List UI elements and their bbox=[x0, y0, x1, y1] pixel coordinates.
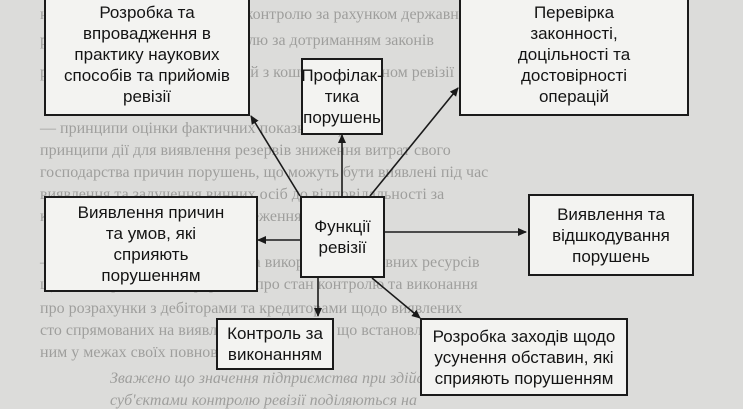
arrow-to-development bbox=[250, 115, 301, 197]
node-control: Контроль за виконанням bbox=[216, 318, 334, 370]
node-prevention: Профілак- тика порушень bbox=[301, 58, 383, 135]
node-center-functions: Функції ревізії bbox=[300, 196, 385, 278]
node-development: Розробка та впровадження в практику наук… bbox=[44, 0, 250, 116]
arrow-to-verification bbox=[369, 87, 459, 197]
node-detection: Виявлення та відшкодування порушень bbox=[528, 194, 694, 276]
arrow-to-measures bbox=[371, 277, 421, 319]
node-verification: Перевірка законності, доцільності та дос… bbox=[459, 0, 689, 116]
node-measures: Розробка заходів щодо усунення обставин,… bbox=[420, 318, 628, 396]
node-causes: Виявлення причин та умов, які сприяють п… bbox=[44, 196, 258, 292]
